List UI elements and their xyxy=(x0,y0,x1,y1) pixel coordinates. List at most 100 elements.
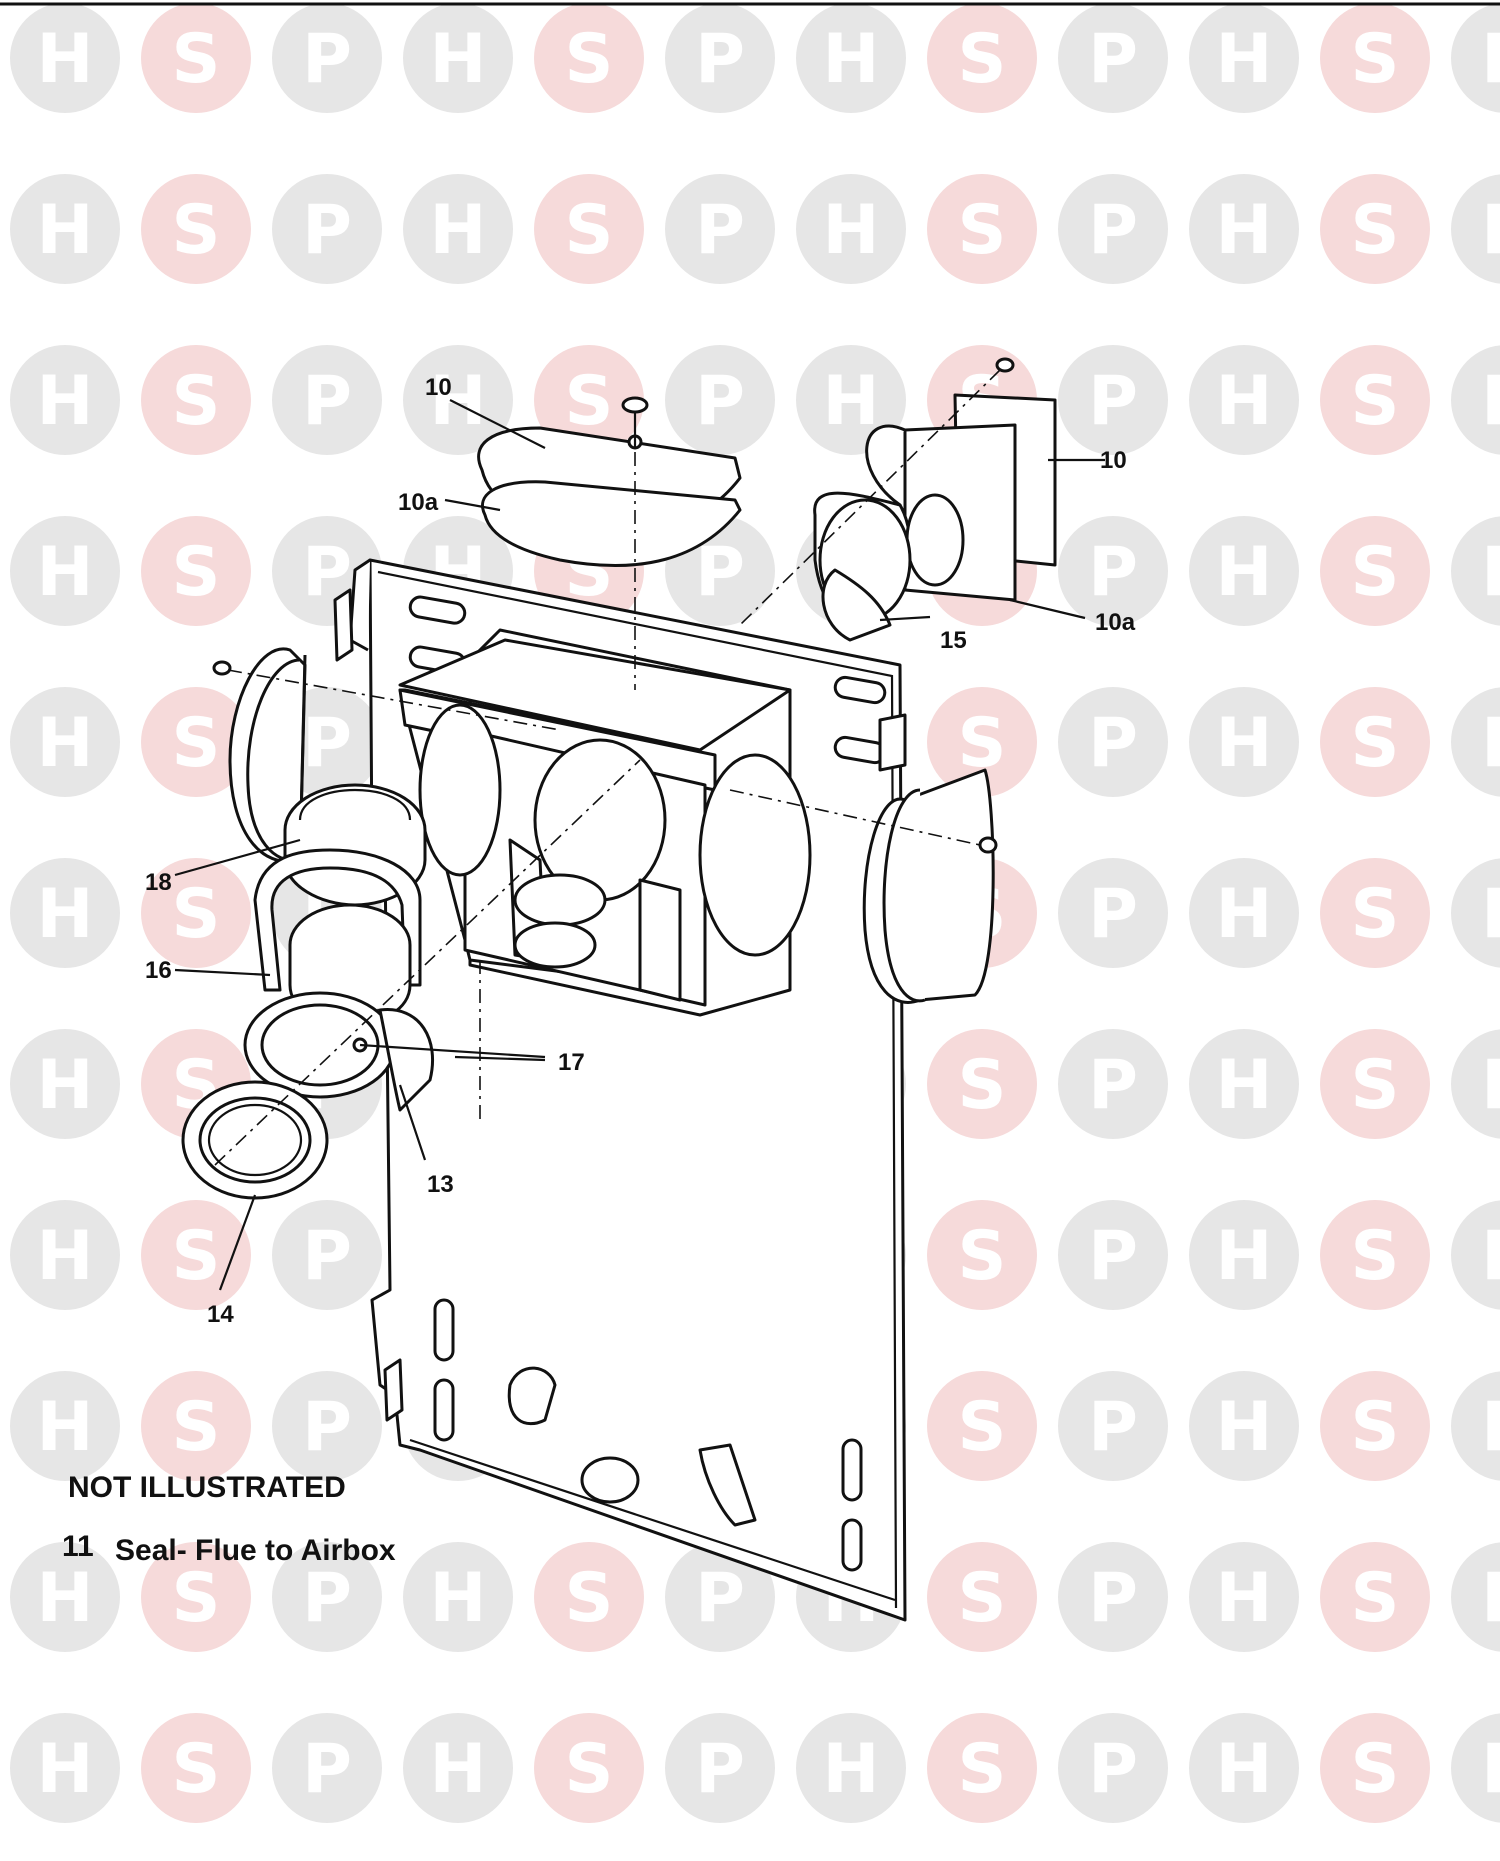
watermark-letter: S xyxy=(1351,1217,1400,1296)
watermark-letter: S xyxy=(172,1388,221,1467)
watermark-letter: S xyxy=(172,533,221,612)
watermark-letter: S xyxy=(172,191,221,270)
watermark-letter: S xyxy=(565,20,614,99)
watermark-circle xyxy=(272,1713,382,1823)
watermark-circle xyxy=(1320,1542,1430,1652)
watermark-circle xyxy=(1320,3,1430,113)
watermark-circle xyxy=(1058,345,1168,455)
watermark-circle xyxy=(1189,345,1299,455)
watermark-letter: S xyxy=(958,20,1007,99)
watermark-letter: P xyxy=(1088,362,1138,441)
watermark-letter: H xyxy=(1216,875,1273,954)
watermark-letter: P xyxy=(302,20,352,99)
watermark-circle xyxy=(796,3,906,113)
watermark-letter: H xyxy=(37,191,94,270)
watermark-circle xyxy=(10,1371,120,1481)
watermark-letter: P xyxy=(302,1217,352,1296)
watermark-letter: P xyxy=(695,1559,745,1638)
watermark-letter: H xyxy=(37,1388,94,1467)
watermark-letter: P xyxy=(695,362,745,441)
watermark-letter: H xyxy=(823,191,880,270)
watermark-circle xyxy=(10,1200,120,1310)
watermark-letter: S xyxy=(172,875,221,954)
watermark-circle xyxy=(1058,174,1168,284)
watermark-circle xyxy=(665,3,775,113)
watermark-circle xyxy=(141,345,251,455)
callout-10-right: 10 xyxy=(1100,447,1127,474)
watermark-letter: S xyxy=(172,1559,221,1638)
watermark-circle xyxy=(1058,858,1168,968)
callout-18: 18 xyxy=(145,869,172,896)
leader-lines xyxy=(174,399,1105,1291)
watermark-circle xyxy=(1189,516,1299,626)
watermark-letter: H xyxy=(37,1046,94,1125)
watermark-circle xyxy=(1451,1200,1500,1310)
watermark-letter: H xyxy=(823,1730,880,1809)
watermark-letter: H xyxy=(1216,1217,1273,1296)
watermark-letter: S xyxy=(958,1730,1007,1809)
watermark-circle xyxy=(927,687,1037,797)
watermark-letter: P xyxy=(1088,1388,1138,1467)
watermark-circle xyxy=(665,1713,775,1823)
watermark-circle xyxy=(1320,1200,1430,1310)
watermark-circle xyxy=(1058,687,1168,797)
watermark-circle xyxy=(1189,1200,1299,1310)
watermark-letter: P xyxy=(302,1388,352,1467)
watermark-circle xyxy=(10,174,120,284)
note-item-text: Seal- Flue to Airbox xyxy=(115,1534,396,1567)
watermark-letter: P xyxy=(695,20,745,99)
watermark-letter: S xyxy=(1351,362,1400,441)
flue-ring-13 xyxy=(243,991,435,1112)
flue-ring-14 xyxy=(181,1080,329,1200)
watermark-letter: H xyxy=(430,1559,487,1638)
watermark-letter: S xyxy=(565,362,614,441)
watermark-circle xyxy=(403,1713,513,1823)
watermark-circle xyxy=(1058,1371,1168,1481)
flue-elbow-assembly xyxy=(739,357,1057,642)
watermark-letter: S xyxy=(958,1388,1007,1467)
watermark-circle xyxy=(927,1200,1037,1310)
watermark-circle xyxy=(665,1542,775,1652)
watermark-letter: S xyxy=(1351,20,1400,99)
watermark-circle xyxy=(1451,345,1500,455)
watermark-letter: H xyxy=(1216,704,1273,783)
watermark-circle xyxy=(1320,516,1430,626)
watermark-letter: S xyxy=(1351,191,1400,270)
watermark-circle xyxy=(10,345,120,455)
watermark-circle xyxy=(1320,858,1430,968)
watermark-circle xyxy=(927,1542,1037,1652)
watermark-letter: H xyxy=(1216,20,1273,99)
watermark-circle xyxy=(272,3,382,113)
watermark-letter: H xyxy=(37,362,94,441)
watermark-letter: P xyxy=(1088,533,1138,612)
watermark-circle xyxy=(1320,174,1430,284)
watermark-letter: H xyxy=(1216,1046,1273,1125)
watermark-letter: P xyxy=(695,533,745,612)
watermark-circle xyxy=(403,1542,513,1652)
callout-13: 13 xyxy=(427,1171,454,1198)
watermark-letter: S xyxy=(172,1217,221,1296)
watermark-circle xyxy=(141,687,251,797)
watermark-circle xyxy=(1189,687,1299,797)
watermark-circle xyxy=(1189,858,1299,968)
watermark-letter: H xyxy=(37,704,94,783)
watermark-letter: H xyxy=(1216,191,1273,270)
watermark-circle xyxy=(403,345,513,455)
watermark-letter: S xyxy=(172,1730,221,1809)
watermark-letter: S xyxy=(1351,1730,1400,1809)
watermark-letter: P xyxy=(1088,1217,1138,1296)
watermark-circle xyxy=(403,174,513,284)
watermark-letter: P xyxy=(1088,191,1138,270)
watermark-letter: S xyxy=(1351,1046,1400,1125)
watermark-circle xyxy=(534,345,644,455)
watermark-letter: P xyxy=(1481,533,1500,612)
watermark-circle xyxy=(927,3,1037,113)
not-illustrated-notes: NOT ILLUSTRATED 11 Seal- Flue to Airbox xyxy=(62,1471,396,1567)
watermark-circle xyxy=(1058,1200,1168,1310)
watermark-circle xyxy=(1320,1029,1430,1139)
watermark-circle xyxy=(1058,1029,1168,1139)
top-cover-plate xyxy=(477,396,742,690)
watermark-letter: P xyxy=(1088,1730,1138,1809)
watermark-circle xyxy=(1189,1029,1299,1139)
